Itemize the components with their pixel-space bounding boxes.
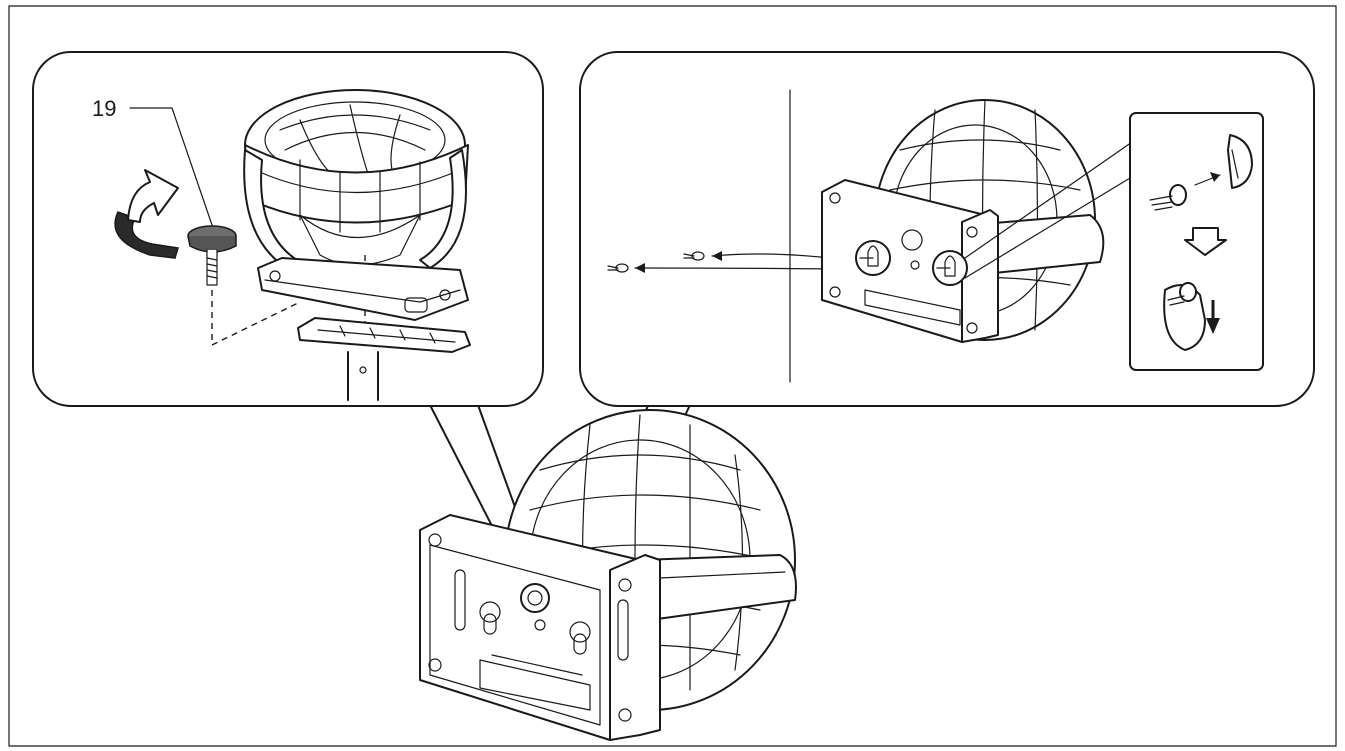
plate-side-slot <box>454 569 466 631</box>
plate-corner-screw <box>428 533 442 547</box>
plate-corner-screw <box>618 578 632 592</box>
inset-leader-top <box>964 139 1136 259</box>
center-small-hole <box>534 619 546 631</box>
plate-corner-screw <box>428 658 442 672</box>
knob-bolt <box>187 225 237 286</box>
inset-keyhole-top <box>1227 134 1253 189</box>
keyhole-inset <box>1129 112 1264 371</box>
page-border <box>8 5 1337 747</box>
fan-base <box>257 257 469 321</box>
keyhole-slot-right <box>569 621 591 655</box>
down-arrow-icon <box>1184 227 1227 256</box>
inset-leader-bottom <box>964 174 1136 279</box>
mounting-bracket <box>297 317 471 401</box>
fan-arm-right <box>419 149 467 269</box>
fan-rear-view-small <box>821 99 1105 343</box>
fan-handle <box>639 554 797 621</box>
center-mount-hole <box>520 583 550 613</box>
back-plate-side <box>609 554 661 741</box>
rotate-arrow-icon <box>114 169 179 259</box>
panel-knob-detail: 19 <box>32 51 544 407</box>
keyhole-slot-left <box>479 601 501 635</box>
panel-wall-mount-detail <box>579 51 1315 407</box>
down-arrow-icon <box>1206 300 1220 334</box>
main-fan-rear-view <box>419 409 797 741</box>
plate-corner-screw <box>618 708 632 722</box>
inset-screw-head <box>1169 184 1187 206</box>
knob-alignment-guide <box>211 290 301 347</box>
wall-screw-upper <box>683 251 705 261</box>
fan-on-stand <box>243 89 469 345</box>
callout-number-19: 19 <box>92 96 116 121</box>
rating-label <box>479 659 591 711</box>
callout-leader-19 <box>129 107 213 226</box>
wall-screw-lower <box>607 263 629 273</box>
plate-side-slot <box>617 599 629 661</box>
